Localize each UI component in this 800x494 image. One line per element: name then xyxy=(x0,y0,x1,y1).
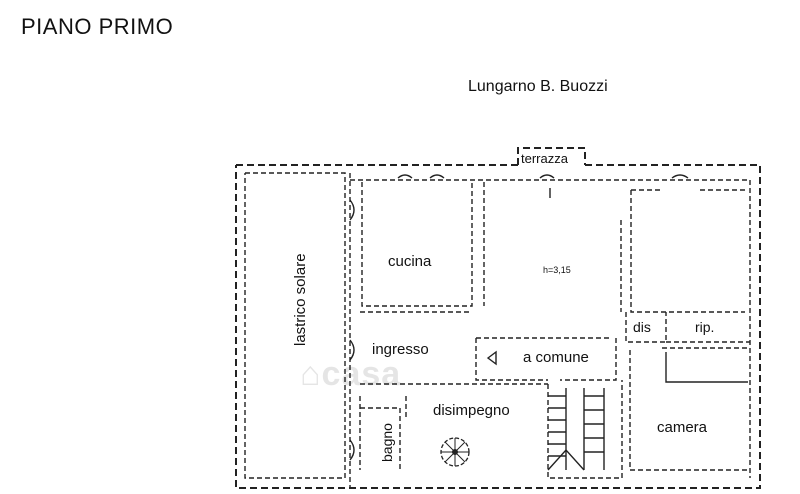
camera-walls xyxy=(629,350,748,471)
label-dis: dis xyxy=(633,319,651,335)
staircase xyxy=(547,380,623,479)
label-a-comune: a comune xyxy=(523,349,589,366)
label-height-note: h=3,15 xyxy=(543,265,571,275)
label-terrazza: terrazza xyxy=(521,151,569,166)
label-camera: camera xyxy=(657,419,708,436)
door-marks xyxy=(349,174,689,461)
label-bagno: bagno xyxy=(379,423,395,462)
floor-title: PIANO PRIMO xyxy=(21,14,174,39)
street-label: Lungarno B. Buozzi xyxy=(468,78,608,95)
spiral-stair-icon xyxy=(440,437,470,467)
cucina-walls xyxy=(361,182,485,307)
dis-rip-walls xyxy=(625,312,750,383)
ingresso-walls xyxy=(360,311,617,385)
label-ingresso: ingresso xyxy=(372,341,429,358)
outer-walls xyxy=(235,147,761,489)
arrow-left-icon xyxy=(486,350,497,366)
bagno-walls xyxy=(359,396,407,470)
label-lastrico-solare: lastrico solare xyxy=(292,253,309,346)
label-rip: rip. xyxy=(695,319,714,335)
main-room-walls xyxy=(620,189,745,313)
label-disimpegno: disimpegno xyxy=(433,402,510,419)
label-cucina: cucina xyxy=(388,253,432,270)
